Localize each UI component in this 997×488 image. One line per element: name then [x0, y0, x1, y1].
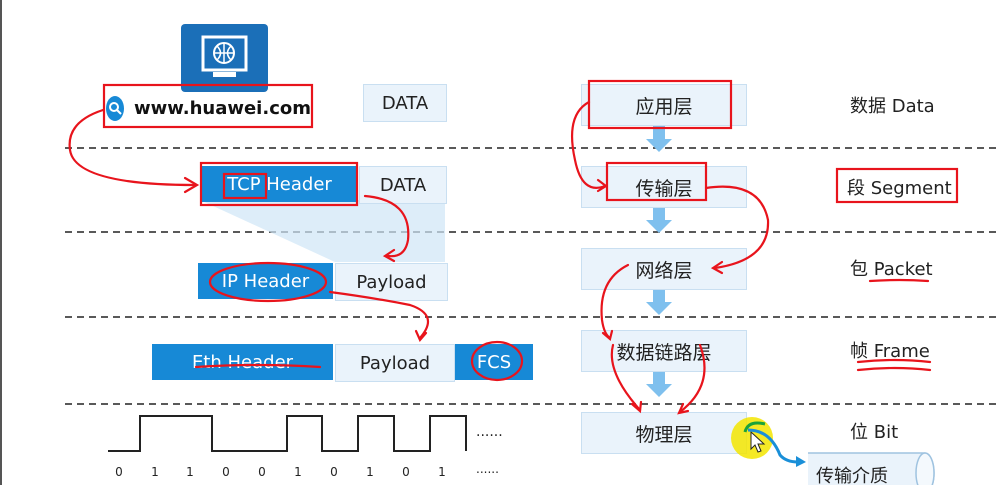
url-bar[interactable]: www.huawei.com [103, 90, 311, 126]
app-data-box: DATA [363, 84, 447, 122]
tcp-header-box: TCP Header [202, 166, 357, 202]
unit-segment: 段 Segment [847, 178, 952, 199]
unit-data: 数据 Data [850, 96, 935, 117]
bit-digit: 1 [366, 465, 374, 479]
unit-frame: 帧 Frame [850, 341, 930, 362]
monitor-icon [181, 24, 268, 92]
bit-digit: 1 [151, 465, 159, 479]
url-text: www.huawei.com [134, 97, 311, 119]
bit-digit: 0 [330, 465, 338, 479]
unit-bit: 位 Bit [850, 422, 899, 443]
bit-digit: 1 [186, 465, 194, 479]
wave-ellipsis: ...... [476, 424, 503, 440]
medium-label: 传输介质 [816, 466, 888, 487]
bit-digit: 1 [438, 465, 446, 479]
layer-physical: 物理层 [581, 412, 747, 454]
bit-digit: 1 [294, 465, 302, 479]
bit-digit: 0 [115, 465, 123, 479]
layer-application: 应用层 [581, 84, 747, 126]
eth-payload-box: Payload [335, 344, 455, 382]
layer-datalink: 数据链路层 [581, 330, 747, 372]
unit-packet: 包 Packet [850, 259, 933, 280]
bit-digit: 0 [258, 465, 266, 479]
bit-digit: 0 [222, 465, 230, 479]
eth-header-box: Eth Header [152, 344, 333, 380]
bits-ellipsis: ...... [476, 462, 499, 476]
fcs-box: FCS [455, 344, 533, 380]
search-icon [106, 95, 124, 121]
bit-digit: 0 [402, 465, 410, 479]
